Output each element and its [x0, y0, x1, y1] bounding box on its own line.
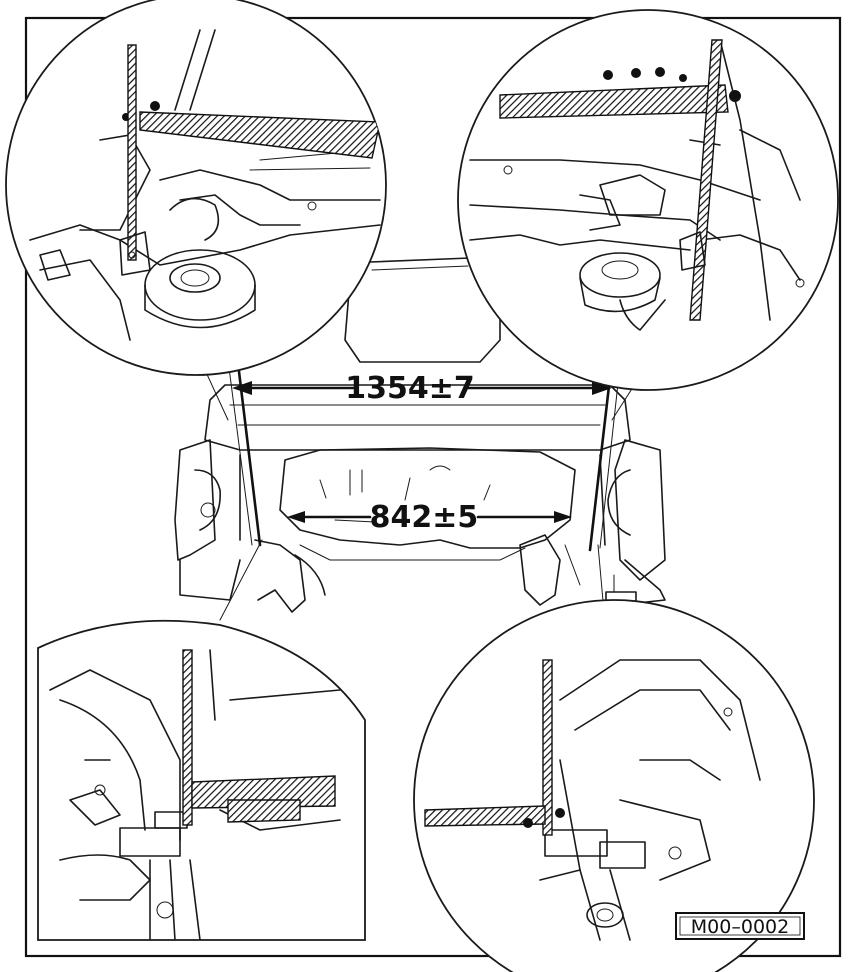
detail-top-left — [5, 0, 387, 376]
detail-top-right — [457, 9, 839, 391]
figure-code-label: M00–0002 — [691, 916, 789, 938]
figure-code-box: M00–0002 — [675, 912, 805, 940]
dimension-upper: 1354±7 — [232, 371, 612, 406]
dimension-upper-label: 1354±7 — [345, 371, 475, 406]
dimension-lower: 842±5 — [287, 500, 572, 535]
callout-lines — [204, 369, 641, 621]
detail-bottom-right — [413, 599, 815, 972]
figure-frame — [24, 16, 842, 958]
dimension-lower-label: 842±5 — [370, 500, 479, 535]
detail-bottom-left — [37, 619, 366, 941]
